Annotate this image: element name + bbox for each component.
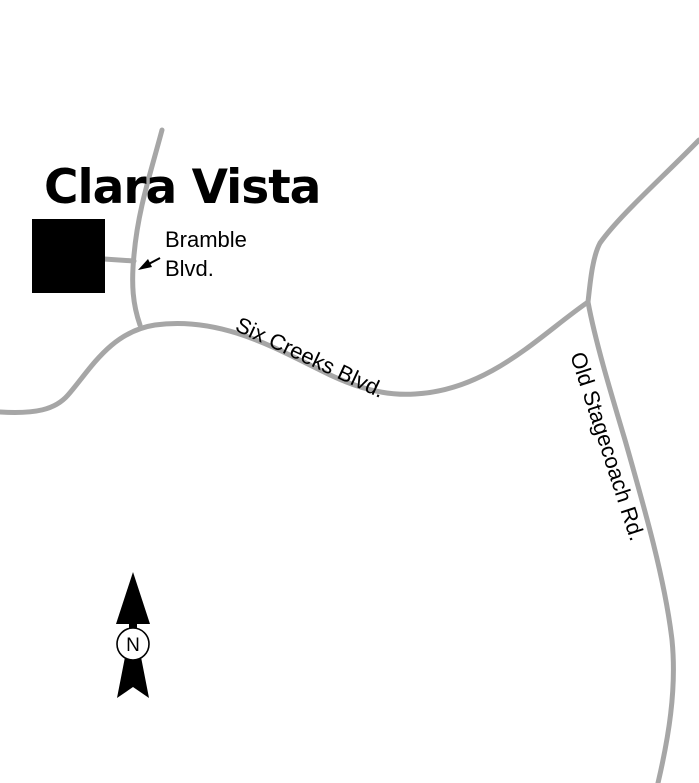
- bramble-label-line1: Bramble: [165, 227, 247, 252]
- arrow-icon: [138, 257, 161, 270]
- road-old-stagecoach-rd: [585, 299, 676, 783]
- road-northeast: [585, 137, 699, 305]
- location-marker-icon: [32, 219, 105, 293]
- six-creeks-label: Six Creeks Blvd.: [232, 312, 389, 403]
- north-arrow-icon: N: [116, 572, 150, 698]
- road-six-creeks-blvd: [0, 299, 591, 415]
- road-north-spur: [130, 127, 165, 328]
- north-letter: N: [126, 635, 140, 656]
- bramble-label-line2: Blvd.: [165, 256, 214, 281]
- map-title: Clara Vista: [44, 160, 320, 215]
- road-bramble-blvd: [101, 256, 137, 264]
